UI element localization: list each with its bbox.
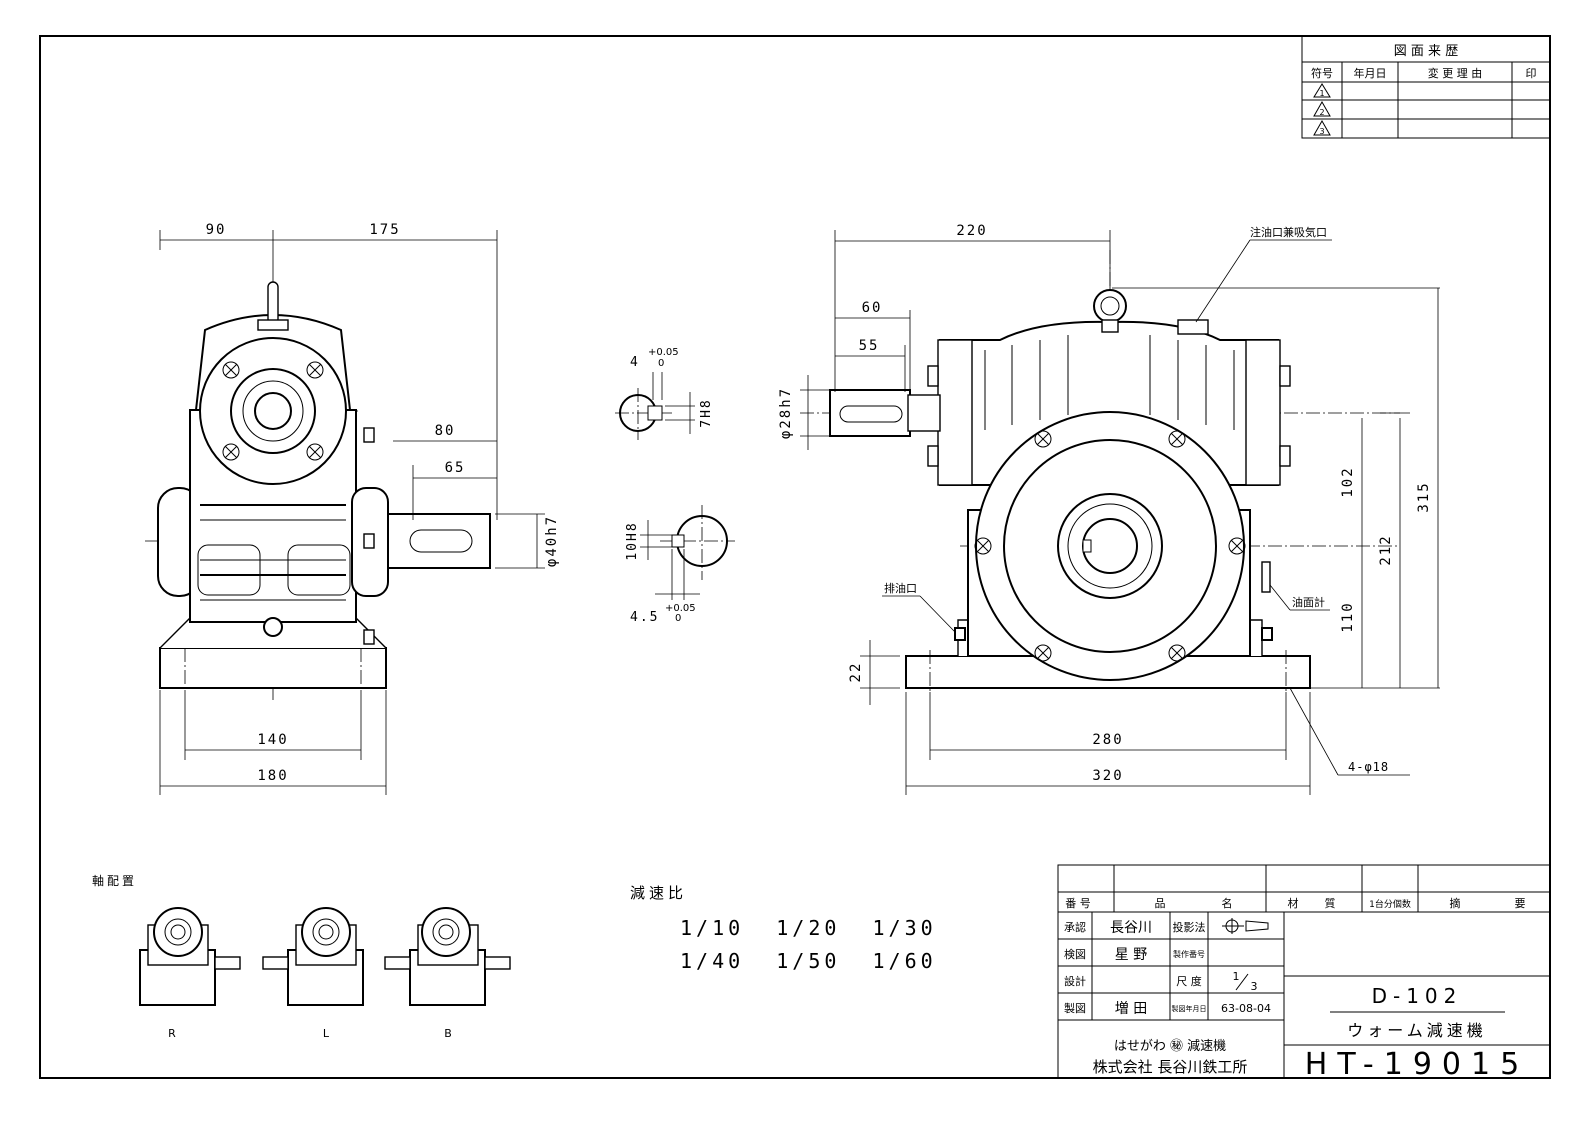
reduction-ratio-row-1: 1/10 1/20 1/30: [680, 916, 937, 940]
reduction-ratio: 減速比 1/10 1/20 1/30 1/40 1/50 1/60: [630, 884, 937, 973]
scale-numerator: 1: [1233, 970, 1240, 983]
dim-320: 320: [1092, 768, 1123, 784]
revision-table: 図 面 来 歴 符号 年月日 変 更 理 由 印 1 2 3: [1301, 35, 1551, 139]
title-header-number: 番 号: [1065, 897, 1091, 910]
drawing-number: HT-19015: [1305, 1047, 1529, 1082]
dim-90: 90: [206, 222, 227, 238]
shaft-arrangement-b: B: [384, 907, 511, 1040]
label-oil-inlet: 注油口兼吸気口: [1250, 225, 1327, 239]
dim-55: 55: [859, 338, 880, 354]
approval-name: 長谷川: [1110, 920, 1152, 936]
shaft-label-l: L: [323, 1027, 330, 1040]
title-header-note: 要: [1515, 897, 1526, 910]
dim-80: 80: [435, 423, 456, 439]
side-output-shaft: [387, 513, 491, 569]
keyway-upper-width: 4: [630, 355, 640, 370]
reduction-ratio-title: 減速比: [630, 884, 687, 902]
keyway-upper-tol2: 0: [658, 358, 664, 369]
revision-symbol-2: 2: [1319, 108, 1324, 117]
product-name: ウォーム減速機: [1347, 1021, 1487, 1040]
keyway-upper-fit: 7H8: [699, 398, 714, 427]
revision-triangle-2: 2: [1313, 100, 1331, 117]
scale-denominator: 3: [1251, 980, 1258, 993]
dim-22: 22: [848, 662, 864, 683]
title-header-quality: 質: [1325, 896, 1336, 910]
approval-label: 承認: [1064, 920, 1086, 934]
front-main-housing: [975, 411, 1245, 681]
reduction-ratio-row-2: 1/40 1/50 1/60: [680, 949, 937, 973]
keyway-upper-tol: +0.05: [648, 347, 679, 358]
design-label: 設計: [1064, 974, 1086, 988]
shaft-arrangement-l: L: [262, 907, 364, 1040]
shaft-label-b: B: [444, 1027, 452, 1040]
projection-symbol-icon: [1222, 918, 1269, 934]
side-base: [159, 647, 387, 689]
title-header-abstract: 摘: [1450, 896, 1461, 910]
company-name: 株式会社 長谷川鉄工所: [1093, 1058, 1248, 1076]
revision-header-symbol: 符号: [1311, 67, 1333, 80]
revision-triangle-3: 3: [1313, 119, 1331, 136]
projection-label: 投影法: [1173, 920, 1206, 934]
dim-110: 110: [1340, 601, 1356, 632]
revision-title: 図 面 来 歴: [1394, 44, 1458, 59]
dim-175: 175: [369, 222, 400, 238]
keyway-lower-fit: 10H8: [625, 521, 640, 560]
check-label: 検図: [1064, 947, 1086, 961]
shaft-arrangement-title: 軸配置: [92, 874, 137, 888]
revision-triangle-1: 1: [1313, 83, 1331, 98]
title-header-item: 品: [1155, 897, 1166, 910]
date-value: 63-08-04: [1221, 1002, 1271, 1015]
front-oil-gauge: [1261, 561, 1271, 593]
dim-280: 280: [1092, 732, 1123, 748]
title-header-qty: 1台分個数: [1369, 898, 1411, 910]
shaft-label-r: R: [168, 1027, 176, 1040]
dim-65: 65: [445, 460, 466, 476]
keyway-lower: 10H8 4.5 +0.05 0: [625, 505, 735, 625]
dim-140: 140: [257, 732, 288, 748]
scale-label: 尺 度: [1176, 974, 1202, 988]
dim-180: 180: [257, 768, 288, 784]
revision-header-reason: 変 更 理 由: [1428, 66, 1483, 80]
dim-220: 220: [956, 223, 987, 239]
keyway-lower-width: 4.5: [630, 610, 659, 625]
side-view: 90 175 80 65 φ40h7 140 180: [145, 222, 560, 795]
model-number: D-102: [1372, 984, 1463, 1008]
keyway-upper: 4 +0.05 0 7H8: [615, 347, 714, 440]
side-flange: [199, 337, 347, 485]
date-label: 製図年月日: [1172, 1004, 1207, 1013]
shaft-arrangement: 軸配置 R L B: [92, 874, 511, 1040]
drawing-border: [39, 35, 1551, 1079]
draw-name: 増 田: [1115, 1001, 1147, 1017]
revision-symbol-3: 3: [1319, 127, 1324, 136]
front-drain-plug: [954, 627, 966, 641]
title-header-material: 材: [1288, 896, 1299, 910]
title-header-name: 名: [1222, 896, 1233, 910]
work-no-label: 製作番号: [1173, 949, 1205, 959]
label-oil-gauge: 油面計: [1292, 595, 1325, 609]
brand-name: はせがわ ㊙ 減速機: [1114, 1038, 1226, 1054]
dim-phi40h7: φ40h7: [544, 515, 560, 567]
revision-symbol-1: 1: [1319, 89, 1324, 98]
check-name: 星 野: [1115, 947, 1147, 963]
revision-header-seal: 印: [1526, 67, 1537, 80]
dim-60: 60: [862, 300, 883, 316]
keyway-lower-tol: +0.05: [665, 603, 696, 614]
title-block: 番 号 品 名 材 質 1台分個数 摘 要 承認 長谷川 投影法 検図 星 野 …: [1057, 864, 1551, 1082]
dim-315: 315: [1416, 481, 1432, 512]
front-oil-inlet-plug: [1177, 319, 1209, 335]
dim-phi28h7: φ28h7: [778, 387, 794, 439]
front-view: 220 60 55 φ28h7 102 110 212 315 22 280 3…: [778, 223, 1440, 795]
dim-102: 102: [1340, 466, 1356, 497]
dim-212: 212: [1378, 534, 1394, 565]
revision-header-date: 年月日: [1354, 66, 1387, 80]
label-drain: 排油口: [884, 581, 917, 595]
front-eye-bolt: [1093, 289, 1127, 323]
front-input-shaft: [829, 389, 911, 437]
keyway-lower-tol2: 0: [675, 613, 681, 624]
shaft-arrangement-r: R: [139, 907, 241, 1040]
draw-label: 製図: [1064, 1001, 1086, 1015]
label-holes: 4-φ18: [1348, 760, 1389, 774]
